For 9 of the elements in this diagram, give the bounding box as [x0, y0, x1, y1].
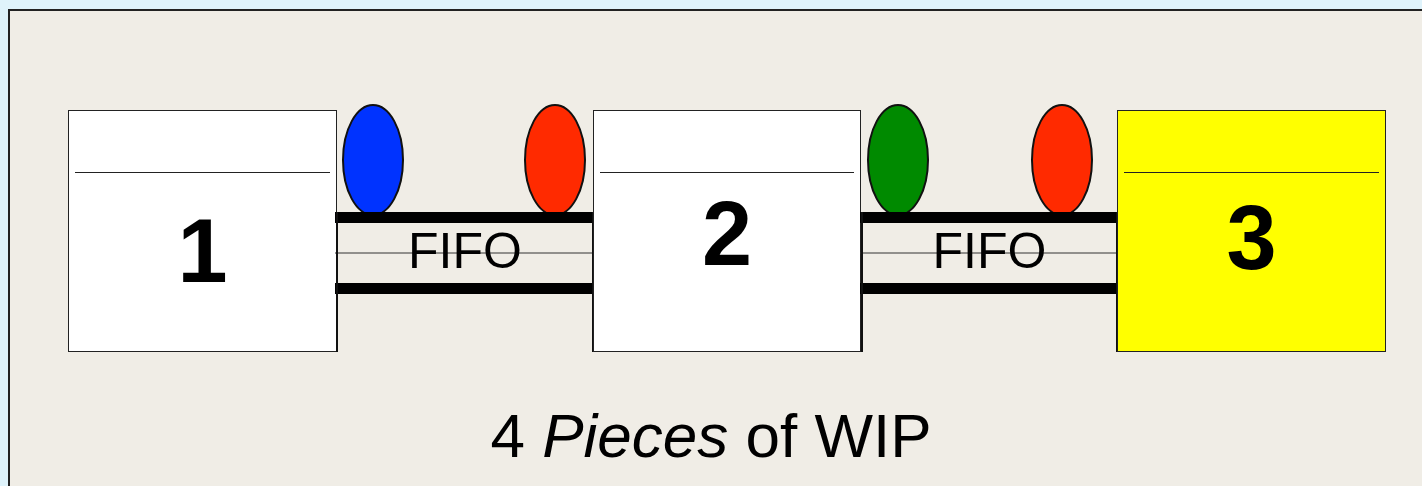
fifo-label: FIFO	[407, 226, 523, 276]
process-box	[593, 110, 861, 352]
process-box	[1117, 110, 1386, 352]
process-box	[68, 110, 337, 352]
fifo-label: FIFO	[931, 226, 1048, 276]
process-number: 3	[1225, 193, 1278, 283]
process-number: 2	[700, 189, 754, 279]
process-number: 1	[176, 206, 229, 296]
caption: 4 Pieces of WIP	[489, 405, 933, 467]
